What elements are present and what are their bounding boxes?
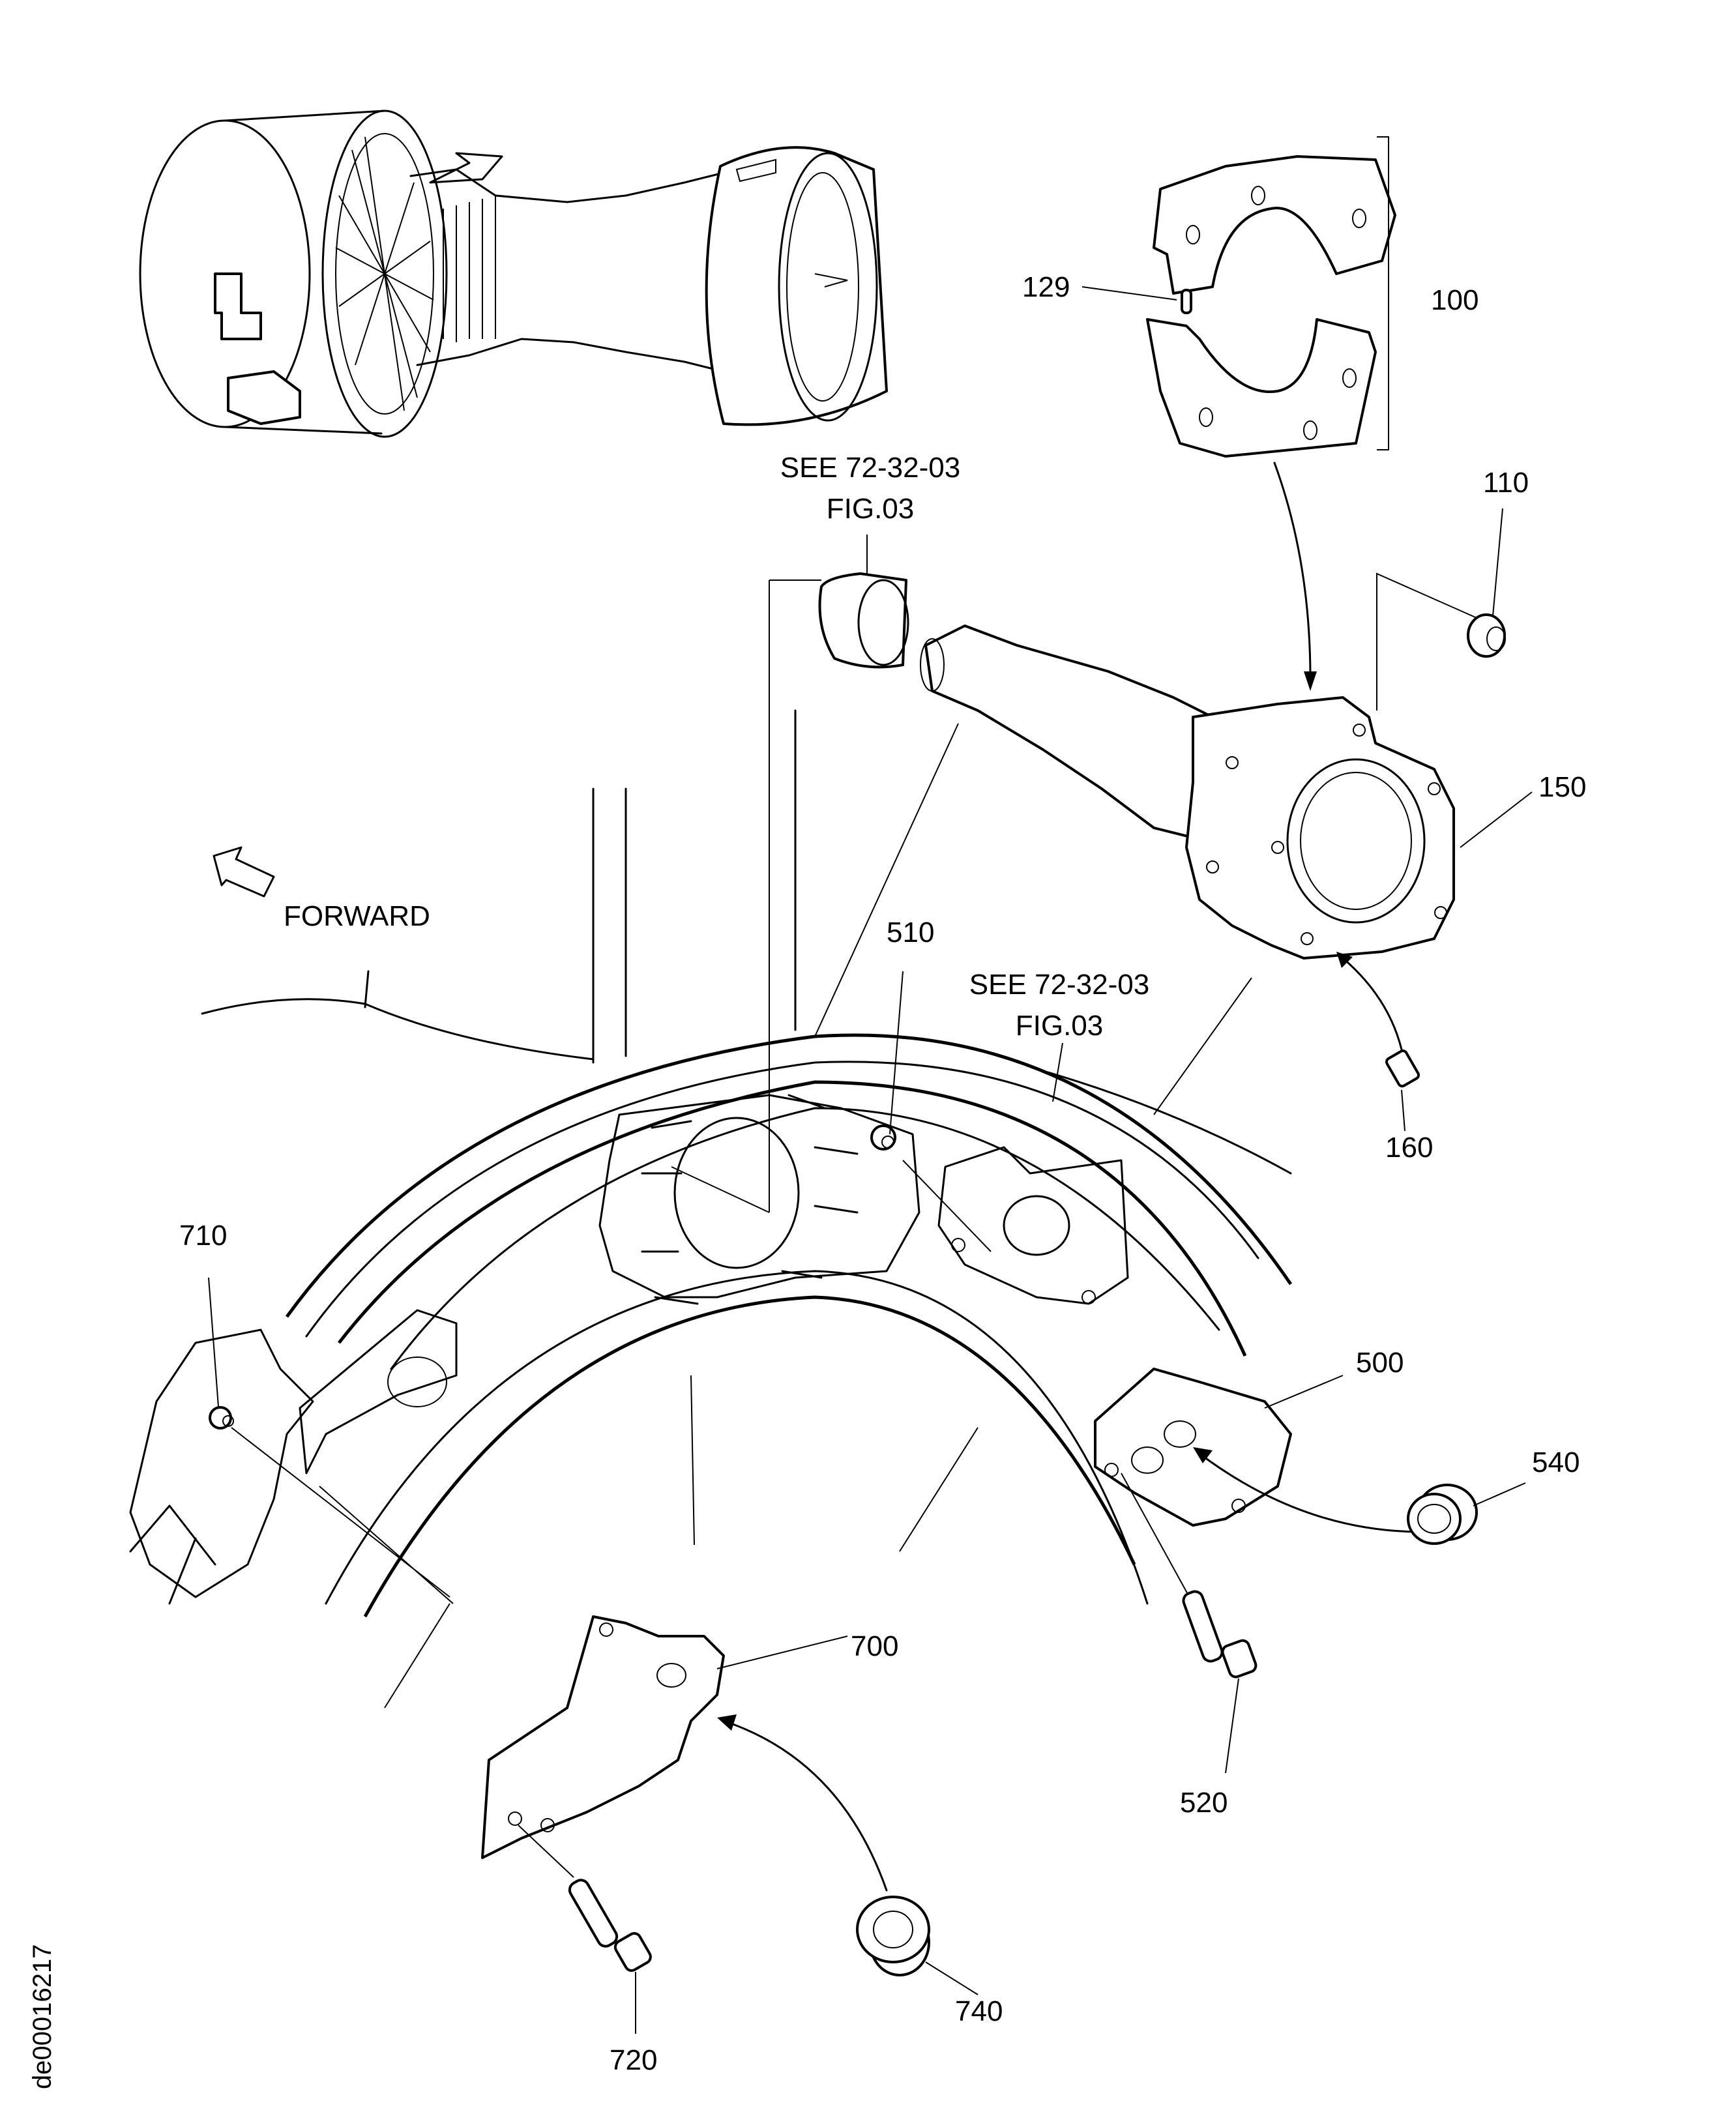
cross-ref-1-line1: SEE 72-32-03 [780, 452, 960, 484]
shaft-leader [814, 723, 959, 1037]
callout-700: 700 [851, 1630, 898, 1662]
bushing-740 [717, 1714, 978, 1995]
bracket-700 [481, 1615, 848, 1859]
cross-ref-2-line2: FIG.03 [1016, 1010, 1104, 1042]
callout-710: 710 [179, 1220, 227, 1252]
arrow-head-bearing [1304, 671, 1317, 691]
bolt-520 [1121, 1473, 1258, 1774]
callout-100: 100 [1431, 284, 1479, 316]
structure-lines [592, 709, 797, 1064]
cross-ref-2-leader [1052, 1042, 1063, 1102]
callout-720: 720 [610, 2044, 657, 2076]
bushing-540 [1193, 1447, 1526, 1545]
assembly-arrow-bearing [1273, 462, 1312, 679]
bolt-720 [518, 1825, 652, 2034]
housing-leader [1153, 977, 1252, 1115]
callout-129: 129 [1022, 271, 1070, 303]
callout-510: 510 [887, 917, 934, 948]
callout-520: 520 [1180, 1787, 1228, 1819]
sleeve-part [818, 535, 909, 669]
callout-740: 740 [955, 1995, 1003, 2027]
shaft-housing-150 [920, 624, 1533, 960]
forward-arrow-icon [213, 846, 275, 898]
callout-540: 540 [1532, 1446, 1580, 1478]
mount-plate-studs [598, 971, 1129, 1305]
forward-label: FORWARD [284, 900, 430, 932]
sleeve-leader [671, 579, 821, 1213]
leader-129 [1081, 286, 1177, 301]
cross-ref-2-line1: SEE 72-32-03 [969, 969, 1149, 1001]
callout-500: 500 [1356, 1347, 1404, 1379]
stud-160 [1336, 952, 1420, 1132]
left-bracket-710 [129, 1277, 458, 1709]
callout-110: 110 [1483, 467, 1529, 499]
engine-frame-arcs [201, 970, 1293, 1618]
engine-locator-illustration [139, 110, 888, 438]
callout-160: 160 [1385, 1132, 1433, 1164]
callout-150: 150 [1538, 771, 1586, 803]
nut-110 [1376, 508, 1506, 711]
cross-ref-1-line2: FIG.03 [827, 493, 915, 525]
figure-id: de00016217 [28, 1944, 57, 2089]
bracket-500 [1094, 1368, 1344, 1527]
bearing-halves-100 [1146, 136, 1396, 458]
